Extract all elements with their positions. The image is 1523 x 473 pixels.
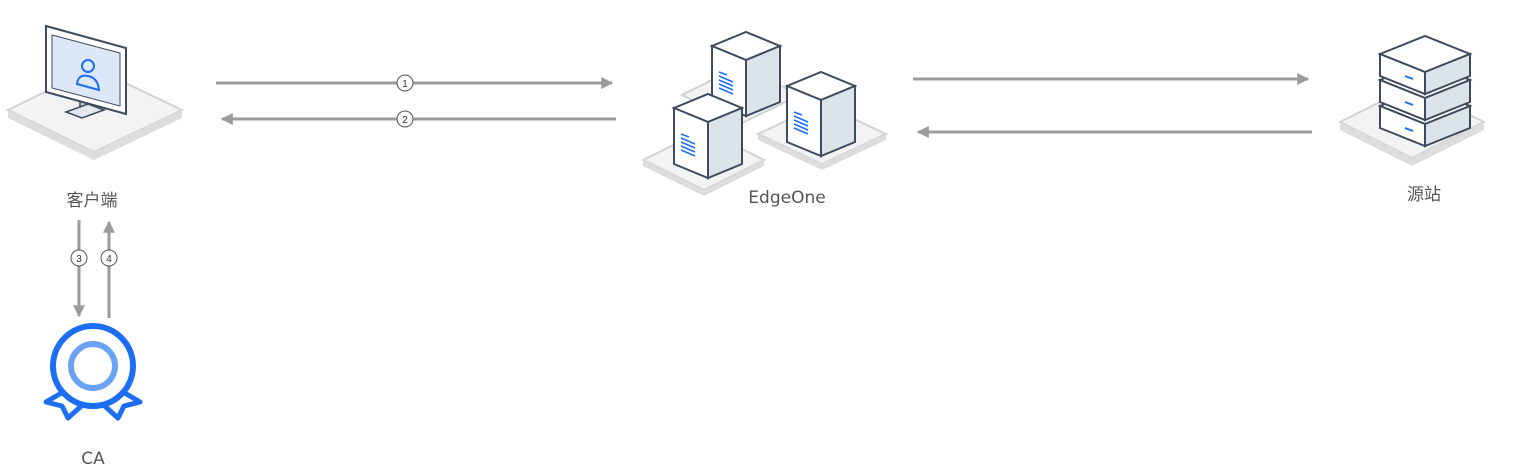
ca-node: CA bbox=[43, 323, 143, 469]
svg-text:2: 2 bbox=[402, 115, 408, 126]
certificate-badge-icon bbox=[43, 323, 143, 421]
origin-label: 源站 bbox=[1407, 185, 1441, 205]
svg-text:3: 3 bbox=[76, 254, 82, 265]
svg-text:4: 4 bbox=[106, 254, 112, 265]
client-node: 客户端 bbox=[5, 24, 185, 211]
server-tower-icon bbox=[784, 70, 858, 158]
ca-label: CA bbox=[81, 449, 105, 469]
server-stack-icon bbox=[1377, 34, 1473, 148]
step-badge-2: 2 bbox=[396, 110, 414, 128]
server-tower-icon bbox=[671, 92, 745, 180]
origin-node: 源站 bbox=[1337, 34, 1487, 205]
step-badge-4: 4 bbox=[100, 249, 118, 267]
monitor-icon bbox=[45, 24, 127, 119]
edgeone-label: EdgeOne bbox=[748, 188, 825, 208]
step-badge-1: 1 bbox=[396, 74, 414, 92]
edgeone-node: EdgeOne bbox=[640, 30, 889, 208]
svg-text:1: 1 bbox=[402, 79, 408, 90]
step-badge-3: 3 bbox=[70, 249, 88, 267]
client-label: 客户端 bbox=[67, 191, 118, 211]
